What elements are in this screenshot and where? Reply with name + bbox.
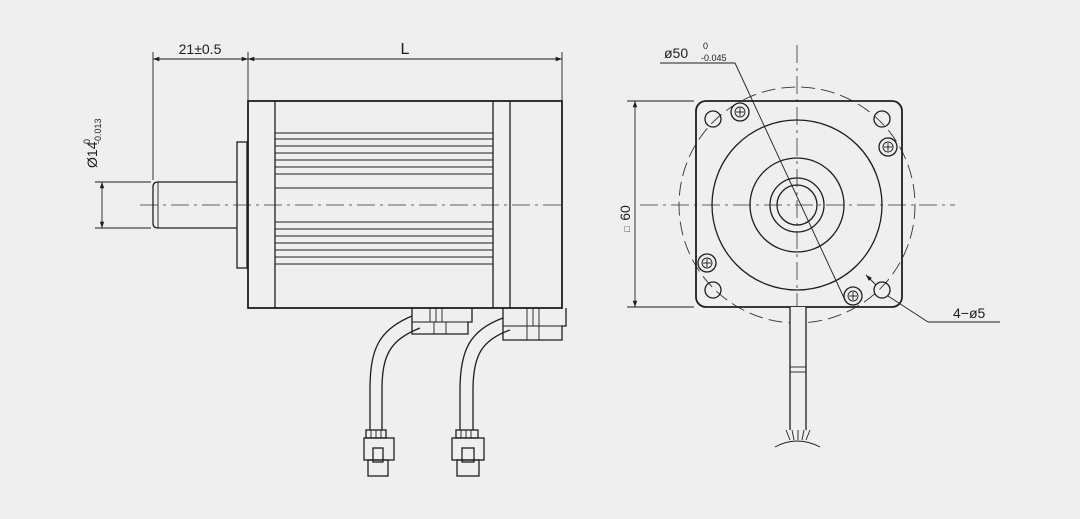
mount-hole-bl <box>704 281 722 299</box>
cable-2 <box>459 317 511 430</box>
square-flange <box>695 100 903 308</box>
front-cable <box>774 307 821 448</box>
frame-square-symbol: □ <box>622 226 632 232</box>
mount-hole-tl <box>704 110 722 128</box>
cable-gland-2 <box>502 307 567 341</box>
pilot-tol-lower: -0.045 <box>701 53 727 63</box>
bearing-ring <box>769 177 825 233</box>
mount-hole-tr <box>873 110 891 128</box>
shaft-diameter-label: Ø14 <box>84 141 100 168</box>
frame-size-label: 60 <box>617 205 633 221</box>
pilot-diameter-label: ø50 <box>664 45 688 61</box>
housing-fins <box>275 132 493 265</box>
pilot-tol-upper: 0 <box>703 41 708 51</box>
shaft-end <box>776 184 818 226</box>
screw-1 <box>730 102 750 122</box>
dim-body-length: L <box>248 41 563 100</box>
motor-body <box>247 100 563 309</box>
dim-pilot-diameter: ø50 0 -0.045 <box>660 41 846 301</box>
mount-holes-label: 4−ø5 <box>953 305 986 321</box>
shaft <box>152 181 237 229</box>
connector-1 <box>363 429 395 477</box>
screw-2 <box>878 137 898 157</box>
pilot-inner <box>749 157 845 253</box>
shaft-tol-upper: 0 <box>82 139 92 144</box>
dim-shaft-length: 21±0.5 <box>152 41 249 180</box>
screw-3 <box>697 253 717 273</box>
dim-frame-size: 60 □ <box>617 100 694 308</box>
body-length-label: L <box>401 41 410 58</box>
cable-gland-1 <box>411 307 473 335</box>
screw-4 <box>843 286 863 306</box>
side-view: 21±0.5 L Ø14 0 -0.013 <box>82 41 567 477</box>
dim-shaft-diameter: Ø14 0 -0.013 <box>82 118 151 229</box>
shaft-tol-lower: -0.013 <box>93 118 103 144</box>
pilot-outer <box>711 119 883 291</box>
flange-boss <box>236 141 248 269</box>
shaft-length-label: 21±0.5 <box>179 41 222 57</box>
cable-1 <box>369 315 421 430</box>
connector-2 <box>451 429 485 477</box>
dim-mount-holes: 4−ø5 <box>865 274 1000 323</box>
mount-hole-br <box>873 281 891 299</box>
front-view: ø50 0 -0.045 60 □ 4−ø5 <box>617 41 1000 448</box>
